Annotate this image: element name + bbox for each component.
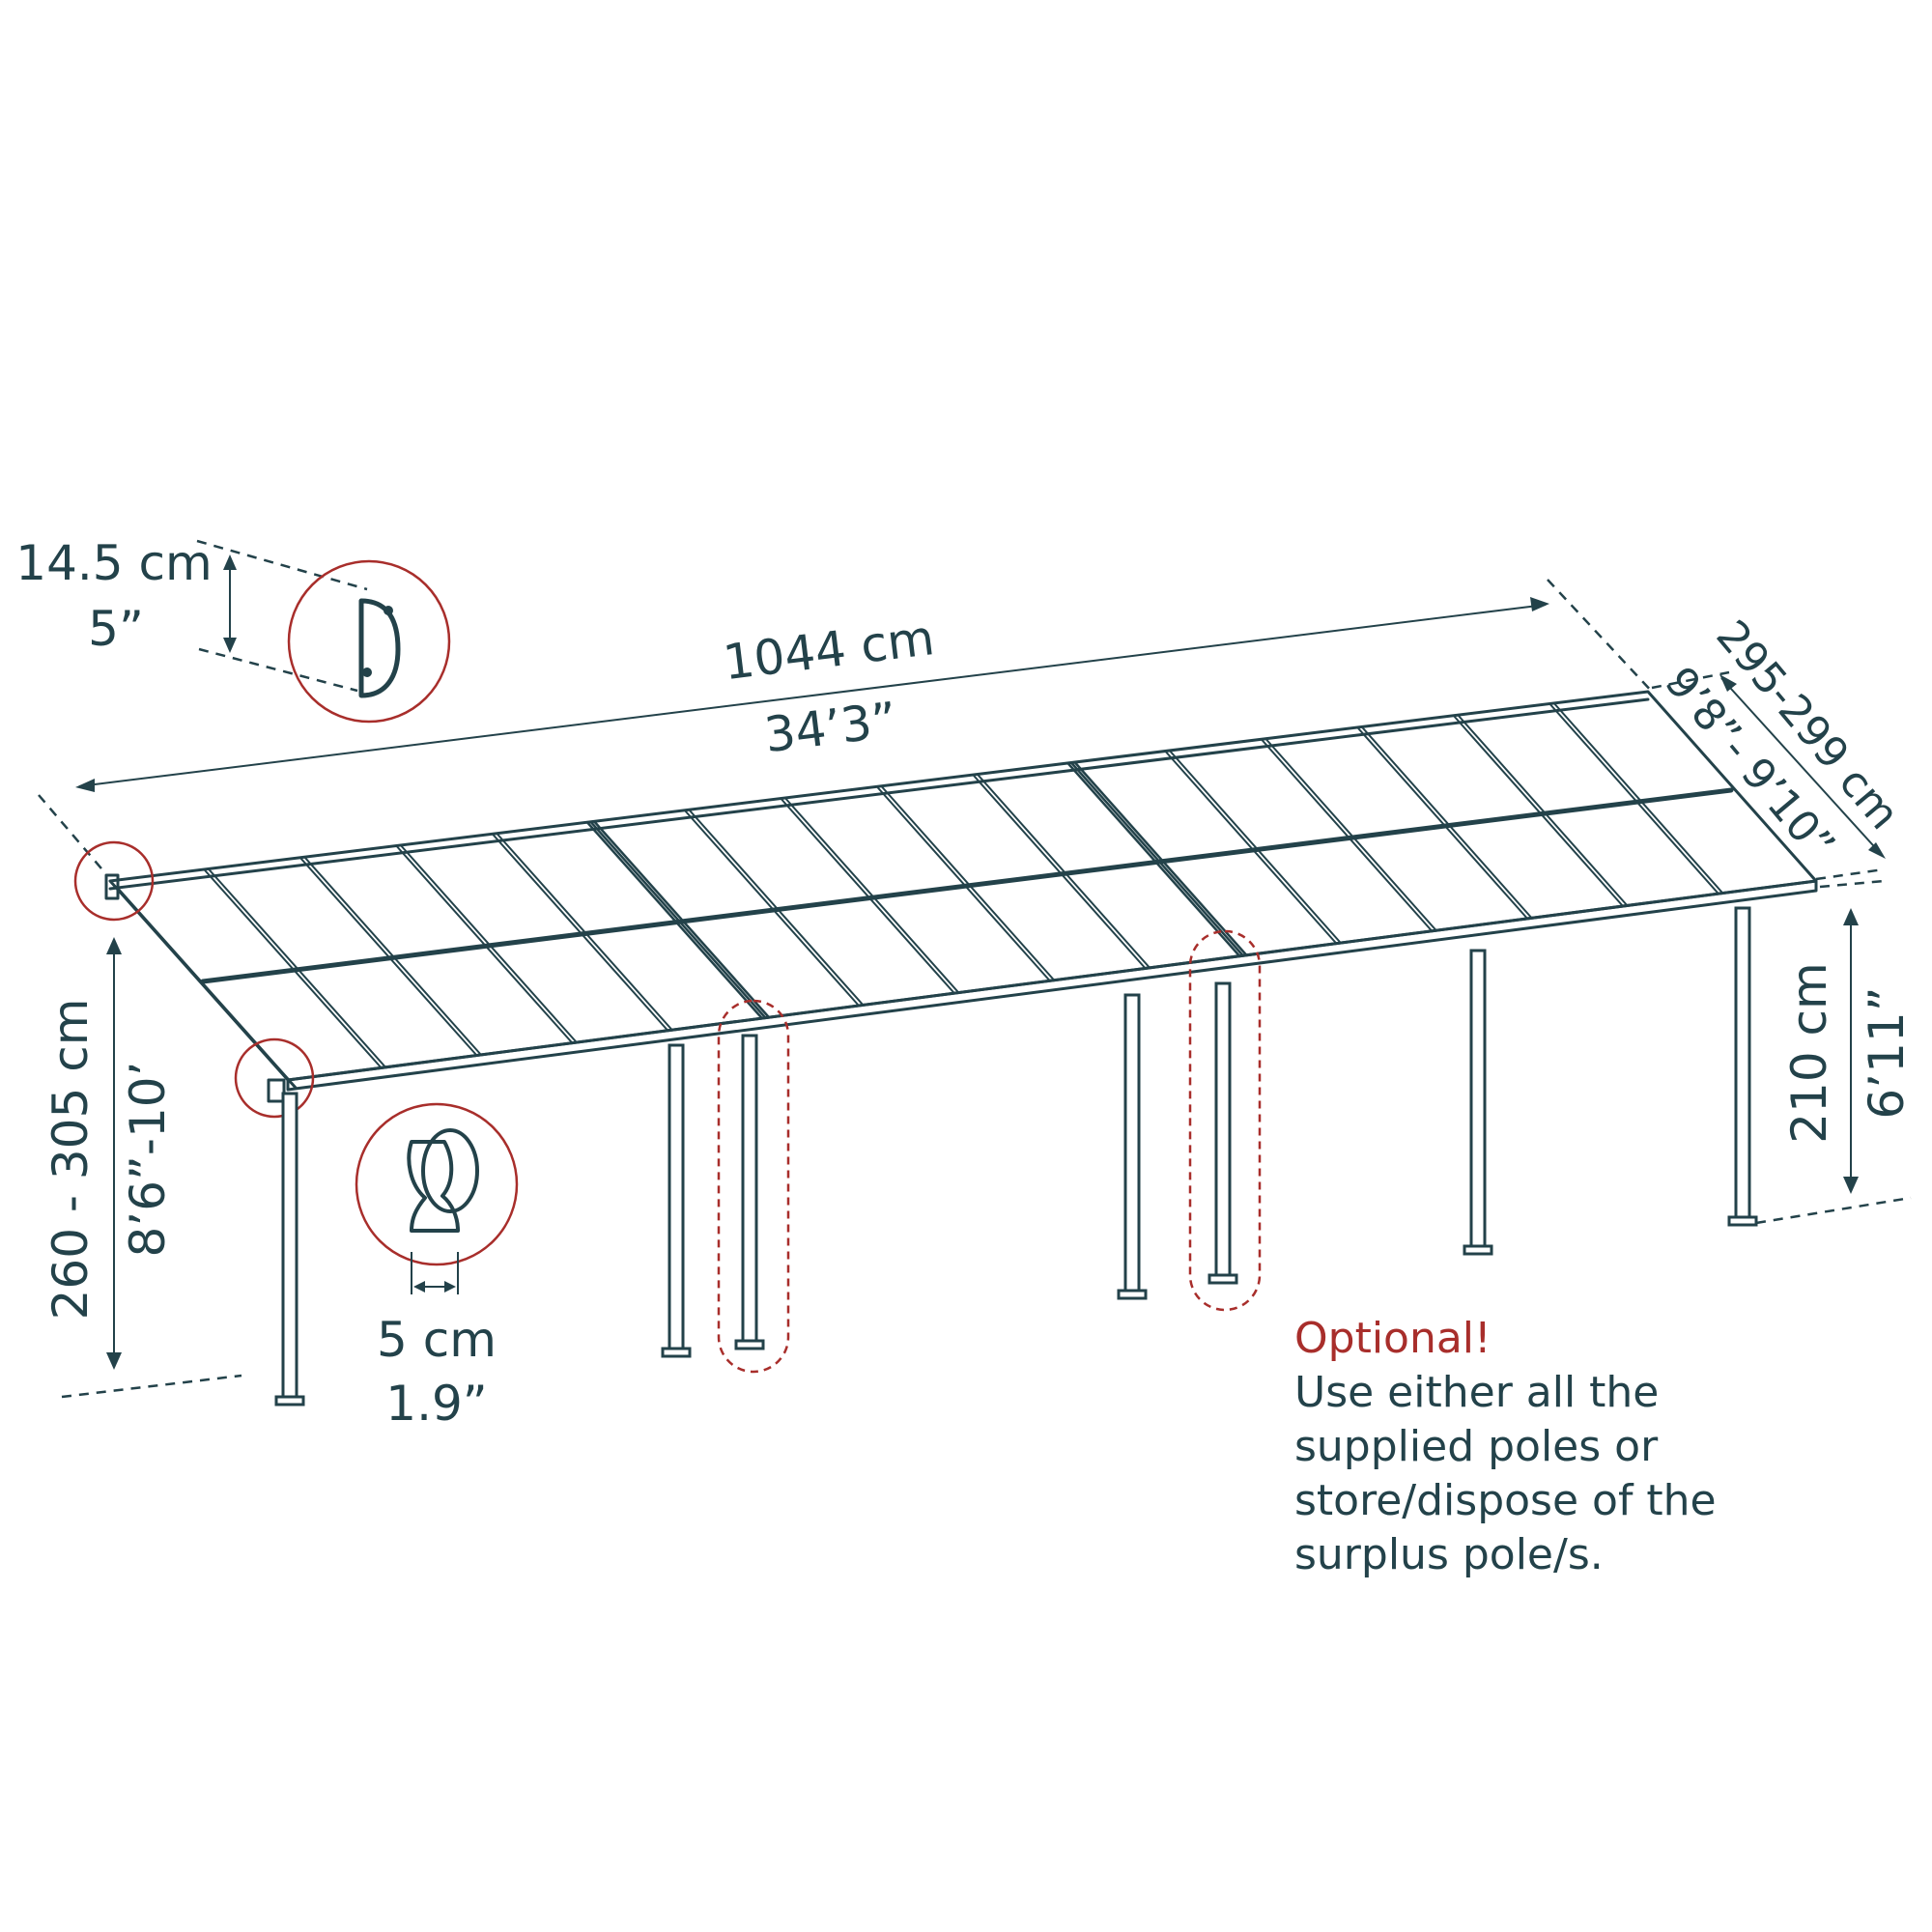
rafter-line [972, 774, 1147, 969]
pole-cm-label: 5 cm [377, 1312, 497, 1368]
length-cm-label: 1044 cm [721, 610, 938, 691]
pole-5 [1214, 981, 1232, 1277]
rafter-line [585, 820, 763, 1019]
rafter-line [203, 868, 383, 1068]
rafter-line [1169, 750, 1342, 945]
rafter-line [491, 833, 668, 1032]
rafter-line [593, 820, 771, 1019]
note-heading: Optional! [1294, 1314, 1492, 1363]
rafter-line [1548, 702, 1719, 895]
gutter-cm-label: 14.5 cm [15, 535, 212, 591]
rafter-line [688, 809, 865, 1007]
optional-pole-highlights [717, 929, 1262, 1374]
rafter-line [1066, 761, 1240, 957]
optional-pole-highlight-2 [1188, 929, 1262, 1312]
front-corner-zoom-circle [234, 1037, 315, 1119]
pole-base-6 [1463, 1244, 1493, 1256]
rafters [203, 702, 1724, 1068]
pole-base-1 [274, 1395, 305, 1406]
pole-base-2 [661, 1347, 692, 1358]
pole-4 [1123, 993, 1141, 1293]
rafter-line [1553, 702, 1724, 895]
poles [274, 906, 1758, 1406]
arrowhead-up-icon [1843, 908, 1859, 925]
pole-bracket-icon [407, 1140, 460, 1233]
arrowhead-down-icon [106, 1352, 122, 1370]
rafter-line [1361, 726, 1533, 920]
rafter-line [400, 844, 578, 1044]
length-dimension-line [78, 604, 1547, 787]
back-corner-zoom-circle [73, 840, 155, 922]
front-height-dimension: 210 cm 6’11” [1755, 879, 1915, 1225]
note-line-3: store/dispose of the [1294, 1476, 1717, 1525]
pole-3 [741, 1034, 758, 1343]
roof-structure [73, 690, 1818, 1119]
length-ft-label: 34’3” [761, 692, 899, 763]
gutter-profile-icon [358, 598, 401, 698]
pole-in-label: 1.9” [385, 1376, 487, 1432]
rafter-line [395, 844, 573, 1044]
back-height-cm-label: 260 - 305 cm [43, 999, 99, 1321]
rafter-line [1356, 726, 1528, 920]
arrowhead-down-icon [1868, 842, 1886, 859]
pole-1 [281, 1092, 298, 1399]
optional-note: Optional! Use either all the supplied po… [1294, 1314, 1717, 1579]
rafter-line [589, 820, 767, 1019]
rafter-line [1457, 714, 1629, 907]
arrowhead-up-icon [1719, 674, 1737, 692]
gutter-zoom-circle [287, 559, 451, 724]
rafter-line [1264, 738, 1437, 932]
front-height-cm-label: 210 cm [1781, 962, 1837, 1144]
rafter-line [780, 797, 955, 994]
pole-7 [1734, 906, 1751, 1219]
arrowhead-left-icon [75, 779, 95, 792]
rafter-line [1452, 714, 1624, 907]
width-dimension-line [1720, 677, 1883, 856]
pole-2 [668, 1043, 685, 1350]
rafter-line [303, 856, 482, 1056]
note-line-2: supplied poles or [1294, 1422, 1659, 1471]
pole-detail: 5 cm 1.9” [355, 1102, 519, 1432]
pole-6 [1469, 949, 1487, 1248]
arrowhead-down-icon [1843, 1177, 1859, 1194]
front-height-ft-label: 6’11” [1859, 986, 1915, 1119]
back-height-dimension: 260 - 305 cm 8’6”-10’ [43, 937, 242, 1399]
rafter-line [784, 797, 960, 994]
note-line-1: Use either all the [1294, 1368, 1659, 1417]
rafter-line [298, 856, 477, 1056]
rafter-line [1260, 738, 1433, 932]
gutter-in-label: 5” [88, 601, 144, 657]
rafter-line [683, 809, 860, 1007]
pole-base-5 [1208, 1273, 1238, 1285]
rafter-line [1074, 761, 1248, 957]
optional-pole-highlight-1 [717, 999, 790, 1374]
pole-base-3 [734, 1339, 765, 1350]
rafter-line [1070, 761, 1244, 957]
pole-zoom-circle [355, 1102, 519, 1266]
gutter-detail: 14.5 cm 5” [15, 535, 451, 724]
arrowhead-right-icon [1530, 597, 1549, 611]
rafter-line [1164, 750, 1337, 945]
pole-base-4 [1117, 1289, 1148, 1300]
rafter-line [208, 868, 387, 1068]
center-cross-beam [200, 787, 1734, 984]
rafter-line [880, 785, 1056, 981]
note-line-4: surplus pole/s. [1294, 1530, 1604, 1579]
pole-base-7 [1727, 1215, 1758, 1227]
rafter-line [875, 785, 1051, 981]
rafter-line [496, 833, 673, 1032]
rafter-line [977, 774, 1151, 969]
front-beam [286, 879, 1818, 1092]
arrowhead-up-icon [106, 937, 122, 954]
back-height-ft-label: 8’6”-10’ [120, 1062, 176, 1258]
